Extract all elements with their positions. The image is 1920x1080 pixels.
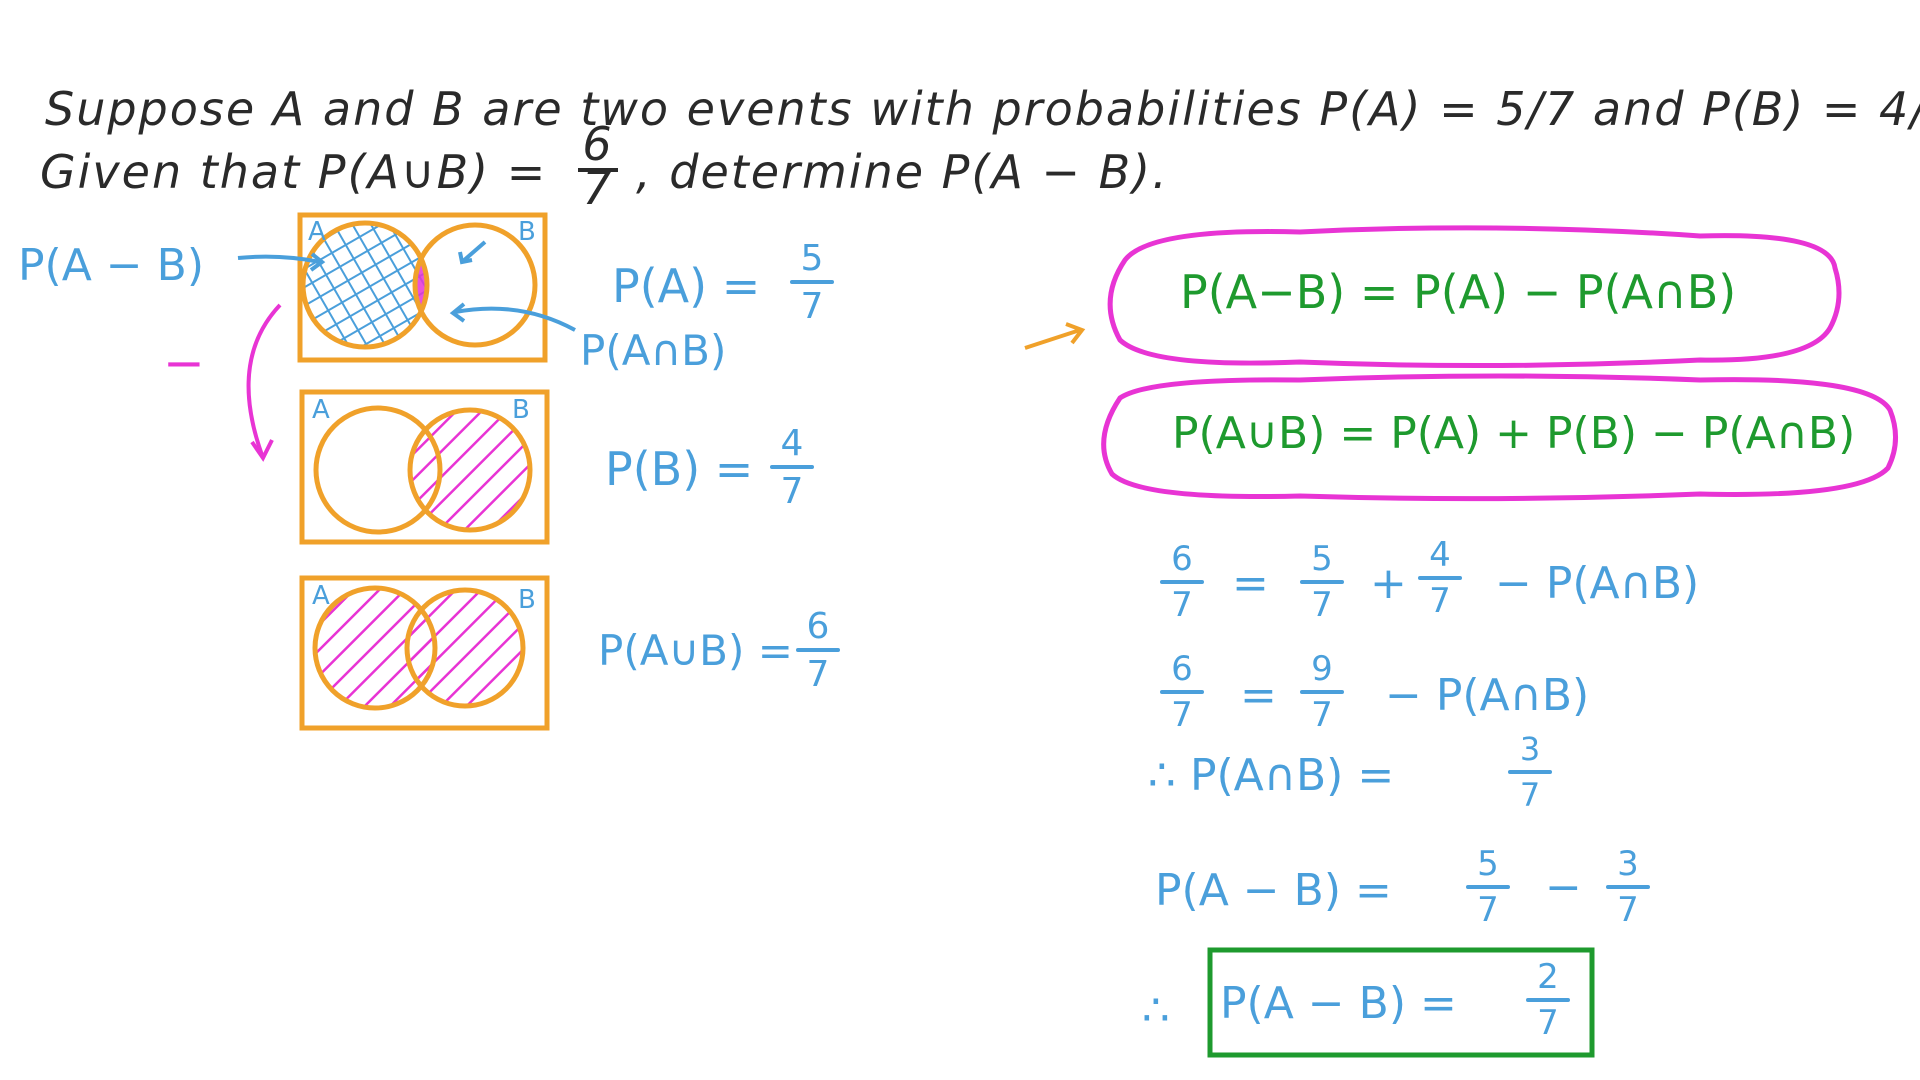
- working-line-3: ∴ P(A∩B) = 3 7: [1148, 730, 1552, 814]
- formula-1-text: P(A−B) = P(A) − P(A∩B): [1180, 265, 1736, 319]
- crosshatch-a-minus-b: [303, 223, 427, 347]
- value-p-a-union-b: P(A∪B) = 6 7: [598, 606, 840, 695]
- hatch-b: [410, 410, 530, 530]
- p-a-label: P(A) =: [612, 259, 760, 313]
- venn-box: [299, 389, 550, 545]
- working-tail: − P(A∩B): [1495, 558, 1699, 609]
- formula-a-union-b: P(A∪B) = P(A) + P(B) − P(A∩B): [1101, 373, 1898, 502]
- venn-diagram-b: A B: [299, 389, 550, 545]
- question-given-den: 7: [582, 161, 613, 215]
- label-p-a-and-b: P(A∩B): [580, 326, 726, 375]
- arrowhead: [458, 251, 473, 265]
- venn-box: [297, 212, 548, 363]
- frac-num: 3: [1617, 844, 1639, 884]
- p-b-num: 4: [781, 423, 804, 464]
- set-a-label: A: [308, 217, 326, 247]
- minus-sign: −: [163, 334, 205, 392]
- p-a-den: 7: [801, 286, 824, 327]
- arrow-to-intersection: [454, 306, 576, 332]
- set-b-label: B: [518, 585, 536, 615]
- set-b-label: B: [512, 395, 530, 425]
- answer-num: 2: [1537, 957, 1559, 997]
- frac-num: 6: [1171, 649, 1193, 689]
- p-a-num: 5: [801, 238, 824, 279]
- value-p-b: P(B) = 4 7: [605, 423, 814, 512]
- arrowhead: [1065, 322, 1086, 345]
- frac-num: 6: [1171, 539, 1193, 579]
- question-given-num: 6: [582, 117, 613, 171]
- formula-outline: [1107, 225, 1842, 369]
- circle-b: [412, 222, 538, 348]
- frac-num: 5: [1311, 539, 1333, 579]
- venn-diagram-a-minus-b: A B: [297, 212, 548, 363]
- answer-lead: P(A − B) =: [1220, 978, 1457, 1029]
- formula-outline: [1101, 373, 1898, 502]
- curved-arrow-subtract: [246, 303, 282, 456]
- minus-sign: −: [1545, 862, 1582, 913]
- question-given-fraction: 6 7: [578, 117, 618, 215]
- frac-den: 7: [1520, 776, 1540, 814]
- frac-den: 7: [1311, 585, 1333, 625]
- frac-num: 4: [1429, 535, 1451, 575]
- circle-b: [404, 587, 526, 709]
- frac-num: 3: [1520, 730, 1540, 768]
- set-a-label: A: [312, 581, 330, 611]
- formula-a-minus-b: P(A−B) = P(A) − P(A∩B): [1107, 225, 1842, 369]
- p-aub-label: P(A∪B) =: [598, 626, 793, 675]
- therefore-symbol: ∴: [1142, 985, 1170, 1036]
- arrowhead: [309, 252, 326, 272]
- frac-den: 7: [1477, 890, 1499, 930]
- arrow-to-formula: [1024, 328, 1081, 350]
- hatch-b: [407, 590, 523, 706]
- value-p-a: P(A) = 5 7: [612, 238, 834, 327]
- venn-box: [299, 575, 550, 731]
- frac-den: 7: [1617, 890, 1639, 930]
- frac-den: 7: [1171, 695, 1193, 735]
- venn-diagram-a-union-b: A B: [299, 575, 550, 731]
- question-line-2-suffix: , determine P(A − B).: [636, 145, 1169, 199]
- working-lead: P(A − B) =: [1155, 865, 1392, 916]
- arrowhead: [250, 439, 274, 462]
- working-tail: − P(A∩B): [1385, 670, 1589, 721]
- question-line-2-prefix: Given that P(A∪B) =: [40, 145, 547, 199]
- circle-a: [312, 585, 438, 711]
- circle-a: [313, 405, 443, 535]
- frac-den: 7: [1429, 581, 1451, 621]
- p-aub-den: 7: [807, 654, 830, 695]
- equals-sign: =: [1240, 670, 1277, 721]
- equals-sign: =: [1232, 558, 1269, 609]
- frac-num: 9: [1311, 649, 1333, 689]
- answer-box: [1207, 947, 1595, 1058]
- working-line-4: P(A − B) = 5 7 − 3 7: [1155, 844, 1650, 930]
- arrow-to-a-minus-b: [237, 254, 321, 264]
- arrow-to-intersection-top: [460, 240, 487, 264]
- label-p-a-minus-b: P(A − B): [18, 240, 204, 291]
- formula-2-text: P(A∪B) = P(A) + P(B) − P(A∩B): [1172, 408, 1855, 459]
- p-b-den: 7: [781, 471, 804, 512]
- circle-b: [407, 407, 533, 533]
- p-aub-num: 6: [807, 606, 830, 647]
- working-lead: ∴ P(A∩B) =: [1148, 750, 1394, 801]
- answer-den: 7: [1537, 1003, 1559, 1043]
- final-answer: ∴ P(A − B) = 2 7: [1142, 947, 1595, 1058]
- set-b-label: B: [518, 217, 536, 247]
- question-line-1: Suppose A and B are two events with prob…: [45, 82, 1920, 136]
- circle-a: [300, 220, 430, 350]
- arrowhead: [449, 302, 466, 323]
- working-line-1: 6 7 = 5 7 + 4 7 − P(A∩B): [1160, 535, 1699, 625]
- frac-num: 5: [1477, 844, 1499, 884]
- frac-den: 7: [1171, 585, 1193, 625]
- plus-sign: +: [1370, 558, 1407, 609]
- frac-den: 7: [1311, 695, 1333, 735]
- set-a-label: A: [312, 395, 330, 425]
- working-line-2: 6 7 = 9 7 − P(A∩B): [1160, 649, 1589, 735]
- p-b-label: P(B) =: [605, 442, 753, 496]
